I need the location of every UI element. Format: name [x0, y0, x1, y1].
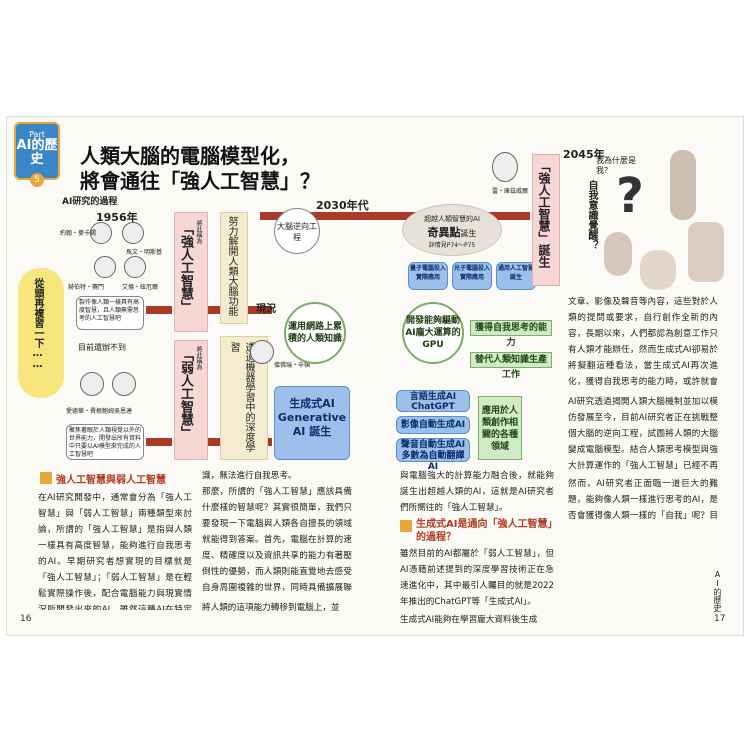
generative-ai-box: 生成式AI Generative AI 誕生 [274, 386, 350, 460]
page-title-line1: 人類大腦的電腦模型化， [80, 144, 300, 168]
review-blob [18, 268, 64, 398]
robot-round-icon [604, 232, 632, 276]
page-number-right: 17 [714, 614, 726, 624]
understand-brain-label: 努力解開人類大腦功能 [226, 216, 237, 316]
person-kurzweil: 雷・庫茲威爾 [492, 188, 529, 195]
right-article-top: 文章、影像及聲音等內容，這些對於人類的提問或要求，自行創作全新的內容，長期以來，… [568, 297, 718, 387]
arrow-to-weak [146, 438, 172, 446]
robots-question1: 我為什麼是我？ [596, 156, 636, 175]
image-ai-box: 影像自動生成AI [396, 416, 470, 434]
currently-impossible: 目前還辦不到 [78, 343, 126, 352]
portrait-hinton [250, 340, 274, 364]
robot-android-icon [688, 222, 724, 282]
brain-reverse-circle: 大腦逆向工程 [274, 208, 320, 254]
right-col-p3: 生成式AI能夠在學習龐大資料後生成 [400, 615, 538, 625]
left-article-p3: 那麼，所謂的「強人工智慧」應該具備什麼樣的智慧呢？其實很簡單，我們只要發現一下電… [202, 487, 352, 593]
speech-ai-box: 言語生成AI ChatGPT [396, 390, 470, 412]
singularity-oval: 超越人類智慧的AI 奇異點誕生 詳情見P74〜P75 [402, 204, 502, 256]
person-mccarthy: 約翰・麥卡錫 [60, 230, 97, 237]
question-marker-icon [400, 520, 412, 532]
research-label: AI研究的過程 [62, 197, 118, 207]
robot-small-icon [640, 250, 676, 290]
gpu-circle: 開發能夠驅動AI龐大運算的GPU [402, 302, 464, 364]
called-strong-label: 將此稱為 [195, 220, 202, 244]
part-number: 5 [30, 173, 44, 187]
year-1956: 1956年 [96, 211, 138, 224]
person-feigenbaum: 愛德華・費根鮑姆 [66, 408, 115, 415]
person-simon: 赫伯特・賽門 [68, 284, 105, 291]
quantum-box: 量子電腦投入實際應用 [408, 262, 448, 290]
big-strong-ai-label: 「強人工智慧」誕生 [537, 160, 551, 268]
portrait-kurzweil [492, 152, 518, 182]
robots-question2: 自我意識覺醒？ [586, 180, 597, 250]
portrait-minsky [122, 222, 144, 244]
part-label: Part [29, 130, 45, 139]
speech-bubble-weak: 聚焦著眼於人類視覺以外的世界能力，開發出所有資料中只要以AI模型來完成的人工智慧… [66, 424, 144, 460]
person-ng: 吳恩達 [114, 408, 133, 415]
strong-ai-label: 「強人工智慧」 [178, 222, 193, 313]
self-thinking-bar: 獲得自我思考的能力 [470, 320, 552, 348]
right-article-end: 然而，AI研究者正面臨一道巨大的難題，能夠像人類一樣進行思考的AI，是否會獲得像… [568, 479, 718, 521]
left-article-p2: 識，無法進行自我思考。 [202, 471, 297, 481]
review-label: 從頭再複習一下…… [32, 278, 43, 370]
part-badge: Part AI的歷史 5 [14, 122, 60, 187]
present-label: 現況 [256, 304, 276, 315]
neural-knowledge-circle: 運用網路上累積的人類知識 [284, 302, 346, 364]
brain-column [220, 212, 248, 324]
year-2045: 2045年 [563, 148, 605, 161]
replace-work-bar: 替代人類知識生產工作 [470, 352, 552, 380]
question-mark-icon: ? [616, 168, 644, 224]
question-heading: 生成式AI是通向「強人工智慧」的過程？ [416, 519, 553, 543]
side-label: AI的歷史 [713, 570, 722, 612]
called-weak-label: 將此稱為 [195, 346, 202, 370]
weak-ai-column [174, 340, 208, 460]
person-newell: 艾倫・紐厄爾 [122, 284, 159, 291]
section-marker-icon [40, 472, 52, 484]
arrow-to-strong [146, 306, 172, 314]
portrait-ng [112, 372, 136, 396]
page-title-line2: 將會通往「強人工智慧」？ [80, 169, 320, 193]
left-section-heading: 強人工智慧與弱人工智慧 [56, 475, 166, 486]
portrait-feigenbaum [80, 372, 104, 396]
year-2030: 2030年代 [316, 199, 369, 212]
right-article-mid: AI研究透過揭開人類大腦機制並加以模仿發展至今，目前AI研究者正在挑戰整個大腦的… [568, 397, 718, 471]
person-hinton: 傑佛瑞・辛頓 [274, 362, 311, 369]
robot-tall-icon [670, 150, 696, 220]
arrow-top-line [260, 212, 530, 220]
deep-learning-label: 透過機器學習中的深度學習 [228, 342, 254, 452]
apply-fields-box: 應用於人類創作相關的各種領域 [478, 396, 522, 460]
right-col-top: 與電腦強大的計算能力融合後，就能夠誕生出超越人類的AI，這就是AI研究者們所嚮往… [400, 471, 554, 513]
singularity-born: 誕生 [460, 229, 477, 238]
right-col-p2: 雖然目前的AI都屬於「弱人工智慧」，但AI憑藉前述提到的深度學習技術正在急速進化… [400, 549, 554, 607]
weak-ai-label: 「弱人工智慧」 [178, 348, 193, 439]
photonic-box: 光子電腦投入實際應用 [452, 262, 492, 290]
speech-bubble-strong: 製作像人類一樣具有高度智慧，且人類無需思考的人工智慧吧 [76, 296, 144, 330]
strong-ai-column [174, 212, 208, 332]
big-strong-ai-column [532, 154, 560, 286]
general-ai-box: 通用人工智慧誕生 [496, 262, 536, 290]
singularity-word: 奇異點 [427, 226, 461, 239]
page-number-left: 16 [20, 614, 32, 624]
voice-ai-box: 聲音自動生成AI 多數為自動翻譯AI [396, 438, 470, 472]
singularity-ref: 詳情見P74〜P75 [428, 242, 476, 249]
singularity-main: 奇異點誕生 [403, 224, 501, 240]
left-article-p1: 在AI研究開發中，通常會分為「強人工智慧」與「弱人工智慧」兩種類型來討論，所謂的… [38, 493, 192, 610]
portrait-newell [124, 256, 146, 278]
portrait-simon [94, 256, 116, 278]
person-minsky: 馬文・明斯基 [126, 249, 163, 256]
part-title: AI的歷史 [16, 138, 58, 167]
singularity-sub: 超越人類智慧的AI [424, 215, 480, 223]
portrait-mccarthy [90, 222, 112, 244]
left-article-p4: 將人類的這項能力轉移到電腦上，並 [202, 603, 340, 613]
